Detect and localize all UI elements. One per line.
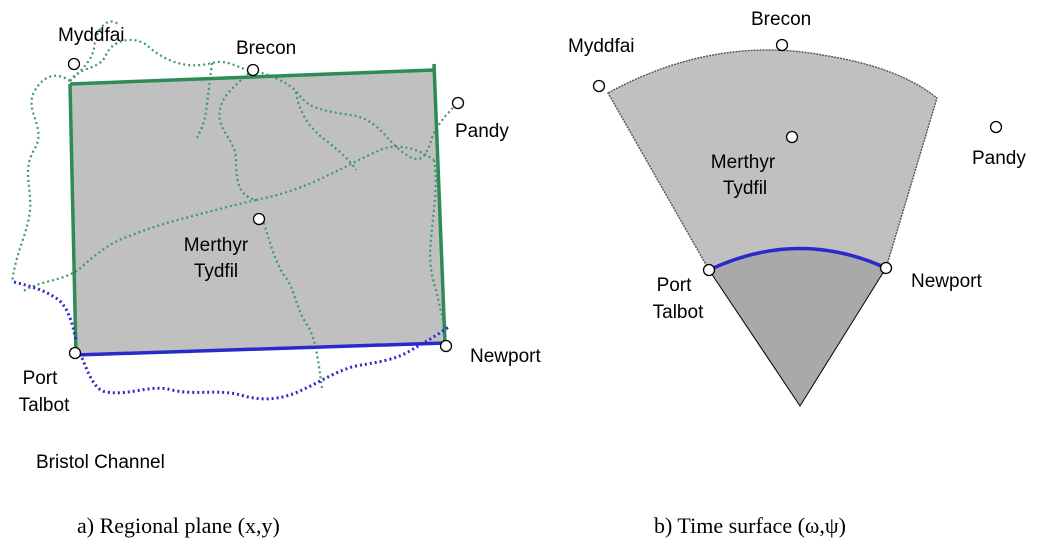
- brecon-label-b: Brecon: [751, 9, 811, 30]
- pandy-marker-b: [989, 120, 1003, 134]
- panel-b-caption: b) Time surface (ω,ψ): [654, 513, 846, 538]
- brecon-marker-b: [775, 38, 789, 52]
- coast-arc: [708, 246, 887, 272]
- merthyr-label-line2: Tydfil: [194, 261, 238, 282]
- panel-a-caption: a) Regional plane (x,y): [77, 513, 280, 538]
- region-boundary: [68, 63, 447, 356]
- myddfai-marker: [67, 57, 81, 71]
- pandy-label: Pandy: [455, 121, 509, 142]
- merthyr-label-line1: Merthyr: [184, 235, 249, 256]
- brecon-pandy-road: [251, 68, 459, 161]
- myddfai-label-b: Myddfai: [568, 36, 635, 57]
- newport-label-b: Newport: [911, 271, 982, 292]
- myddfai-label: Myddfai: [58, 25, 125, 46]
- port-talbot-label-line1: Port: [23, 368, 59, 389]
- merthyr-label-b-line2: Tydfil: [723, 178, 767, 199]
- central-east-west-road: [255, 145, 435, 202]
- region-area: [70, 70, 445, 355]
- inner-sector: [708, 248, 887, 407]
- port-talbot-label-line2: Talbot: [19, 395, 70, 416]
- merthyr-label-b-line1: Merthyr: [711, 152, 776, 173]
- merthyr-marker-b: [785, 130, 799, 144]
- newport-label: Newport: [470, 346, 541, 367]
- pandy-marker: [451, 96, 465, 110]
- boundary-west: [68, 83, 78, 356]
- merthyr-southwest-road: [21, 198, 257, 293]
- boundary-north: [69, 68, 435, 86]
- brecon-label: Brecon: [236, 38, 296, 59]
- western-boundary-road: [10, 38, 253, 283]
- coast-boundary-solid: [75, 341, 446, 357]
- newport-marker-b: [879, 261, 893, 275]
- newport-marker: [439, 339, 453, 353]
- boundary-east: [432, 63, 447, 344]
- myddfai-road: [69, 20, 119, 82]
- panel-b-time-surface: Myddfai Brecon Pandy Merthyr Tydfil Port…: [568, 9, 1026, 538]
- north-east-road: [195, 62, 214, 141]
- brecon-marker: [246, 63, 260, 77]
- port-talbot-marker: [68, 346, 82, 360]
- myddfai-marker-b: [592, 79, 606, 93]
- coastline-dotted: [13, 280, 451, 401]
- merthyr-south-road: [260, 217, 324, 389]
- port-talbot-label-b-line1: Port: [657, 275, 693, 296]
- sea-label: Bristol Channel: [36, 452, 165, 473]
- port-talbot-label-b-line2: Talbot: [653, 302, 704, 323]
- pandy-label-b: Pandy: [972, 148, 1026, 169]
- port-talbot-marker-b: [702, 263, 716, 277]
- panel-a-regional-plane: Myddfai Brecon Pandy Merthyr Tydfil Port…: [10, 20, 541, 538]
- merthyr-marker: [252, 212, 266, 226]
- road-network: [10, 20, 459, 389]
- inner-loop-road: [294, 91, 357, 171]
